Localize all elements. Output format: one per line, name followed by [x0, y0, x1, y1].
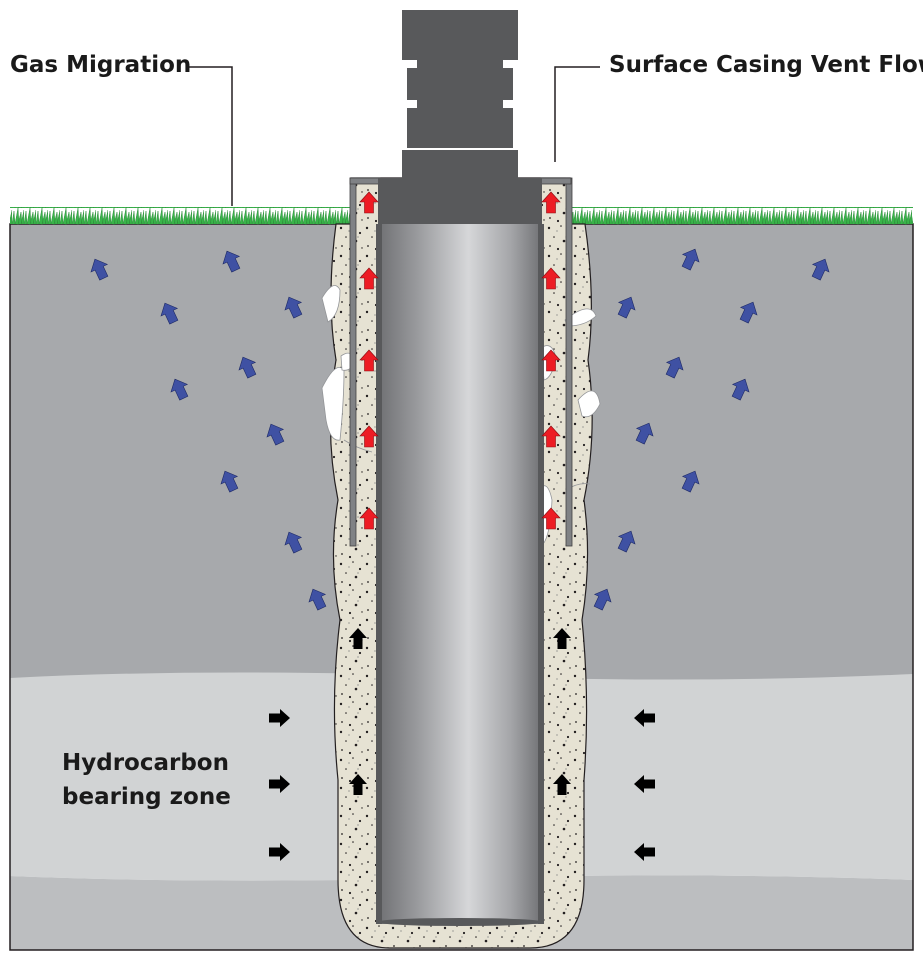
surface-casing [349, 177, 573, 547]
casing-wall-right [538, 224, 544, 924]
production-casing [376, 224, 544, 924]
wellhead [378, 10, 542, 224]
surface-casing-vent-flow-label: Surface Casing Vent Flow [609, 52, 923, 78]
casing-bottom [376, 918, 544, 926]
hydrocarbon-label-line1: Hydrocarbon [62, 750, 229, 776]
hydrocarbon-zone-label: Hydrocarbon bearing zone [62, 746, 231, 814]
gas-migration-label: Gas Migration [10, 52, 192, 78]
grass-surface [10, 207, 913, 225]
hydrocarbon-label-line2: bearing zone [62, 784, 231, 810]
vent-flow-leader-line [554, 66, 600, 162]
casing-wall-left [376, 224, 382, 924]
gas-migration-leader-line [188, 66, 233, 206]
